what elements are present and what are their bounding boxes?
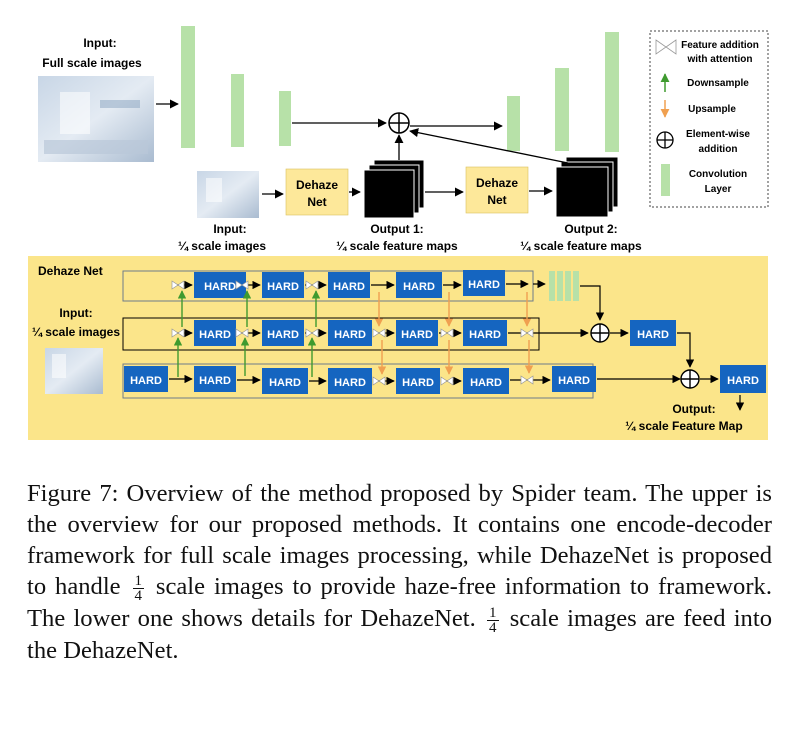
svg-text:HARD: HARD xyxy=(401,329,433,341)
svg-text:HARD: HARD xyxy=(204,281,236,293)
svg-text:HARD: HARD xyxy=(470,377,502,389)
conv-layer-enc-1 xyxy=(181,26,195,148)
hard-block: HARD xyxy=(463,368,509,394)
bottom-output-sub: ¼ scale Feature Map xyxy=(625,419,742,433)
svg-text:HARD: HARD xyxy=(402,377,434,389)
add-circle-icon xyxy=(656,131,674,149)
conv-layer-dec-1 xyxy=(507,96,520,151)
svg-text:HARD: HARD xyxy=(199,375,231,387)
hard-block: HARD xyxy=(262,320,304,346)
svg-text:HARD: HARD xyxy=(333,281,365,293)
hard-block: HARD xyxy=(630,320,676,346)
conv-layer-enc-3 xyxy=(279,91,291,146)
dehaze-net-2-line2: Net xyxy=(487,193,506,207)
hard-block: HARD xyxy=(396,320,438,346)
element-wise-addition-icon xyxy=(590,323,610,343)
input-quarter-label: Input: xyxy=(213,222,246,236)
bottom-input-sub: ¼ scale images xyxy=(32,325,120,339)
hard-block: HARD xyxy=(194,320,236,346)
dehaze-conv-layers xyxy=(549,271,579,301)
svg-text:HARD: HARD xyxy=(269,377,301,389)
hard-block: HARD xyxy=(328,272,370,298)
legend-upsample: Upsample xyxy=(688,104,736,115)
svg-text:HARD: HARD xyxy=(727,375,759,387)
hard-block: HARD xyxy=(328,368,372,394)
hard-block: HARD xyxy=(262,272,304,298)
full-scale-hazy-image xyxy=(38,76,154,162)
legend-conv-1: Convolution xyxy=(689,169,747,180)
svg-text:HARD: HARD xyxy=(334,377,366,389)
dehaze-net-1-line1: Dehaze xyxy=(296,178,338,192)
bottom-input-image xyxy=(45,348,103,394)
arrow-maps2-to-add xyxy=(409,128,569,164)
conv-layer-enc-2 xyxy=(231,74,244,147)
row-2-outline xyxy=(122,317,540,351)
caption-part-2: scale images to provide haze-free inform… xyxy=(27,573,772,632)
output1-sub: ¼ scale feature maps xyxy=(336,239,458,253)
bottom-output-label: Output: xyxy=(672,402,715,416)
svg-text:HARD: HARD xyxy=(267,329,299,341)
svg-text:HARD: HARD xyxy=(469,329,501,341)
conv-layer-legend-icon xyxy=(661,164,670,196)
feature-maps-output-1 xyxy=(363,159,425,219)
svg-text:HARD: HARD xyxy=(637,329,669,341)
hard-block: HARD xyxy=(124,366,168,392)
hard-block: HARD xyxy=(552,366,596,392)
input-full-sub: Full scale images xyxy=(42,56,142,70)
dehaze-net-box-2 xyxy=(465,166,529,214)
hard-block: HARD xyxy=(396,272,442,298)
dehaze-net-box-1 xyxy=(285,168,349,216)
hard-block: HARD xyxy=(396,368,440,394)
row-1-outline xyxy=(122,270,534,302)
legend-conv-2: Layer xyxy=(705,184,732,195)
figure-caption: Figure 7: Overview of the method propose… xyxy=(27,478,772,666)
conv-layer-dec-2 xyxy=(555,68,569,151)
attention-icon xyxy=(171,280,534,386)
output2-sub: ¼ scale feature maps xyxy=(520,239,642,253)
dehaze-net-panel-title: Dehaze Net xyxy=(38,264,103,278)
conv-layer-dec-3 xyxy=(605,32,619,152)
svg-text:HARD: HARD xyxy=(558,375,590,387)
svg-text:HARD: HARD xyxy=(199,329,231,341)
legend-elementwise-1: Element-wise xyxy=(686,129,750,140)
dehaze-net-1-line2: Net xyxy=(307,195,326,209)
hard-block: HARD xyxy=(463,320,507,346)
output2-label: Output 2: xyxy=(564,222,617,236)
dehaze-net-2-line1: Dehaze xyxy=(476,176,518,190)
feature-maps-output-2 xyxy=(555,156,619,218)
downsample-arrows xyxy=(173,290,321,377)
element-wise-addition-icon xyxy=(388,112,410,134)
hard-block: HARD xyxy=(720,365,766,393)
input-full-label: Input: xyxy=(83,36,116,50)
legend: Feature addition with attention Downsamp… xyxy=(649,30,769,208)
svg-text:HARD: HARD xyxy=(130,375,162,387)
legend-downsample: Downsample xyxy=(687,78,749,89)
legend-elementwise-2: addition xyxy=(699,144,738,155)
legend-feature-addition-1: Feature addition xyxy=(681,40,759,51)
caption-part-3: scale images are feed into the DehazeNet… xyxy=(27,604,772,664)
upsample-arrows xyxy=(374,292,534,375)
legend-feature-addition-2: with attention xyxy=(687,54,753,65)
input-quarter-sub: ¼ scale images xyxy=(178,239,266,253)
bottom-input-label: Input: xyxy=(59,306,92,320)
output1-label: Output 1: xyxy=(370,222,423,236)
method-overview-diagram: Input: Full scale images Input: ¼ scale … xyxy=(28,26,769,440)
hard-block: HARD xyxy=(194,366,236,392)
hard-block: HARD xyxy=(262,368,308,394)
bowtie-attention-icon xyxy=(655,39,677,55)
svg-text:HARD: HARD xyxy=(403,281,435,293)
quarter-scale-hazy-image xyxy=(197,171,259,218)
svg-text:HARD: HARD xyxy=(468,279,500,291)
element-wise-addition-icon xyxy=(680,369,700,389)
svg-text:HARD: HARD xyxy=(334,329,366,341)
caption-part-1: Figure 7: Overview of the method propose… xyxy=(27,480,772,600)
svg-text:HARD: HARD xyxy=(267,281,299,293)
hard-block: HARD xyxy=(463,270,505,296)
hard-block: HARD xyxy=(328,320,372,346)
